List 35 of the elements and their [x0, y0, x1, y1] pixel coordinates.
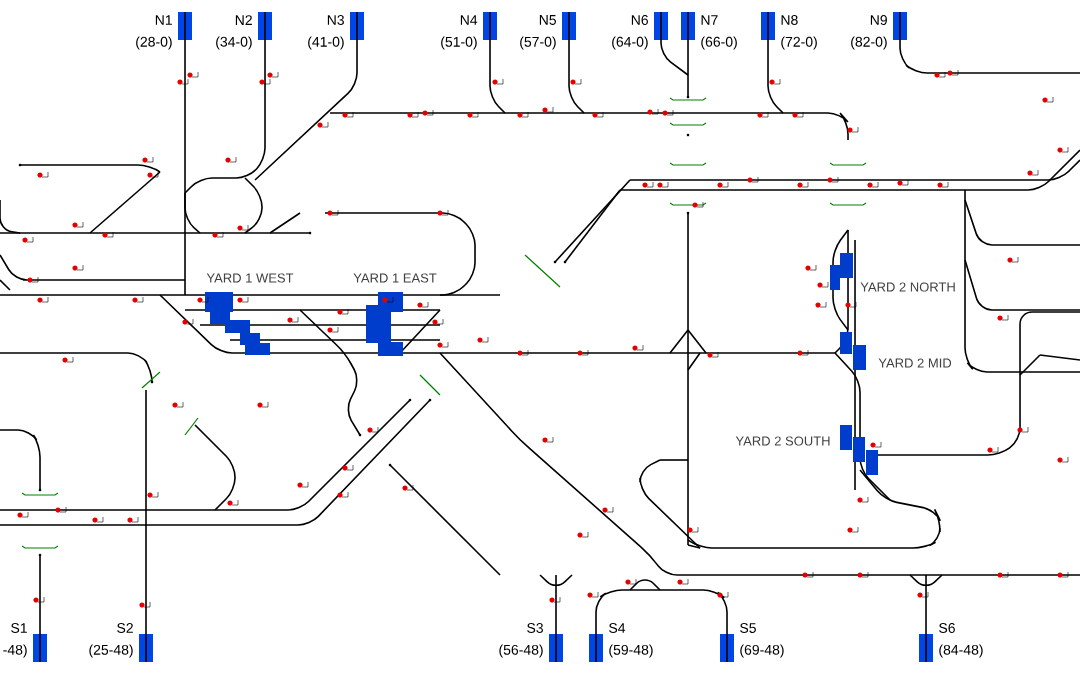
yard-label: YARD 2 MID [876, 356, 954, 370]
terminal-name: N2 [235, 15, 252, 25]
terminal-coordinates: (57-0) [520, 36, 556, 50]
yard-label: YARD 1 EAST [351, 271, 439, 285]
terminal-name: N5 [539, 15, 556, 25]
terminal-coordinates: (66-0) [701, 36, 737, 50]
terminal-name: S2 [117, 623, 133, 633]
yard-label: YARD 2 NORTH [858, 280, 958, 294]
terminal-name: N8 [781, 15, 798, 25]
terminal-coordinates: (34-0) [216, 36, 252, 50]
terminal-coordinates: (64-0) [612, 36, 648, 50]
terminal-coordinates: (56-48) [499, 644, 543, 658]
terminal-coordinates: (82-0) [851, 36, 887, 50]
terminal-name: N6 [631, 15, 648, 25]
terminal-coordinates: (84-48) [939, 644, 983, 658]
terminal-coordinates: -48) [3, 644, 27, 658]
yard-label: YARD 2 SOUTH [733, 434, 833, 448]
terminal-name: S6 [939, 623, 955, 633]
terminal-coordinates: (59-48) [609, 644, 653, 658]
terminal-coordinates: (41-0) [308, 36, 344, 50]
terminal-name: N3 [327, 15, 344, 25]
terminal-name: N1 [155, 15, 172, 25]
terminal-name: S5 [740, 623, 756, 633]
terminal-coordinates: (28-0) [136, 36, 172, 50]
terminal-name: N9 [870, 15, 887, 25]
terminal-coordinates: (25-48) [89, 644, 133, 658]
terminal-name: S1 [11, 623, 27, 633]
yard-label: YARD 1 WEST [204, 271, 296, 285]
terminal-name: S3 [527, 623, 543, 633]
terminal-coordinates: (72-0) [781, 36, 817, 50]
terminal-name: N4 [460, 15, 478, 25]
terminal-name: S4 [609, 623, 626, 633]
terminal-coordinates: (69-48) [740, 644, 784, 658]
terminal-name: N7 [701, 15, 718, 25]
terminal-coordinates: (51-0) [441, 36, 477, 50]
